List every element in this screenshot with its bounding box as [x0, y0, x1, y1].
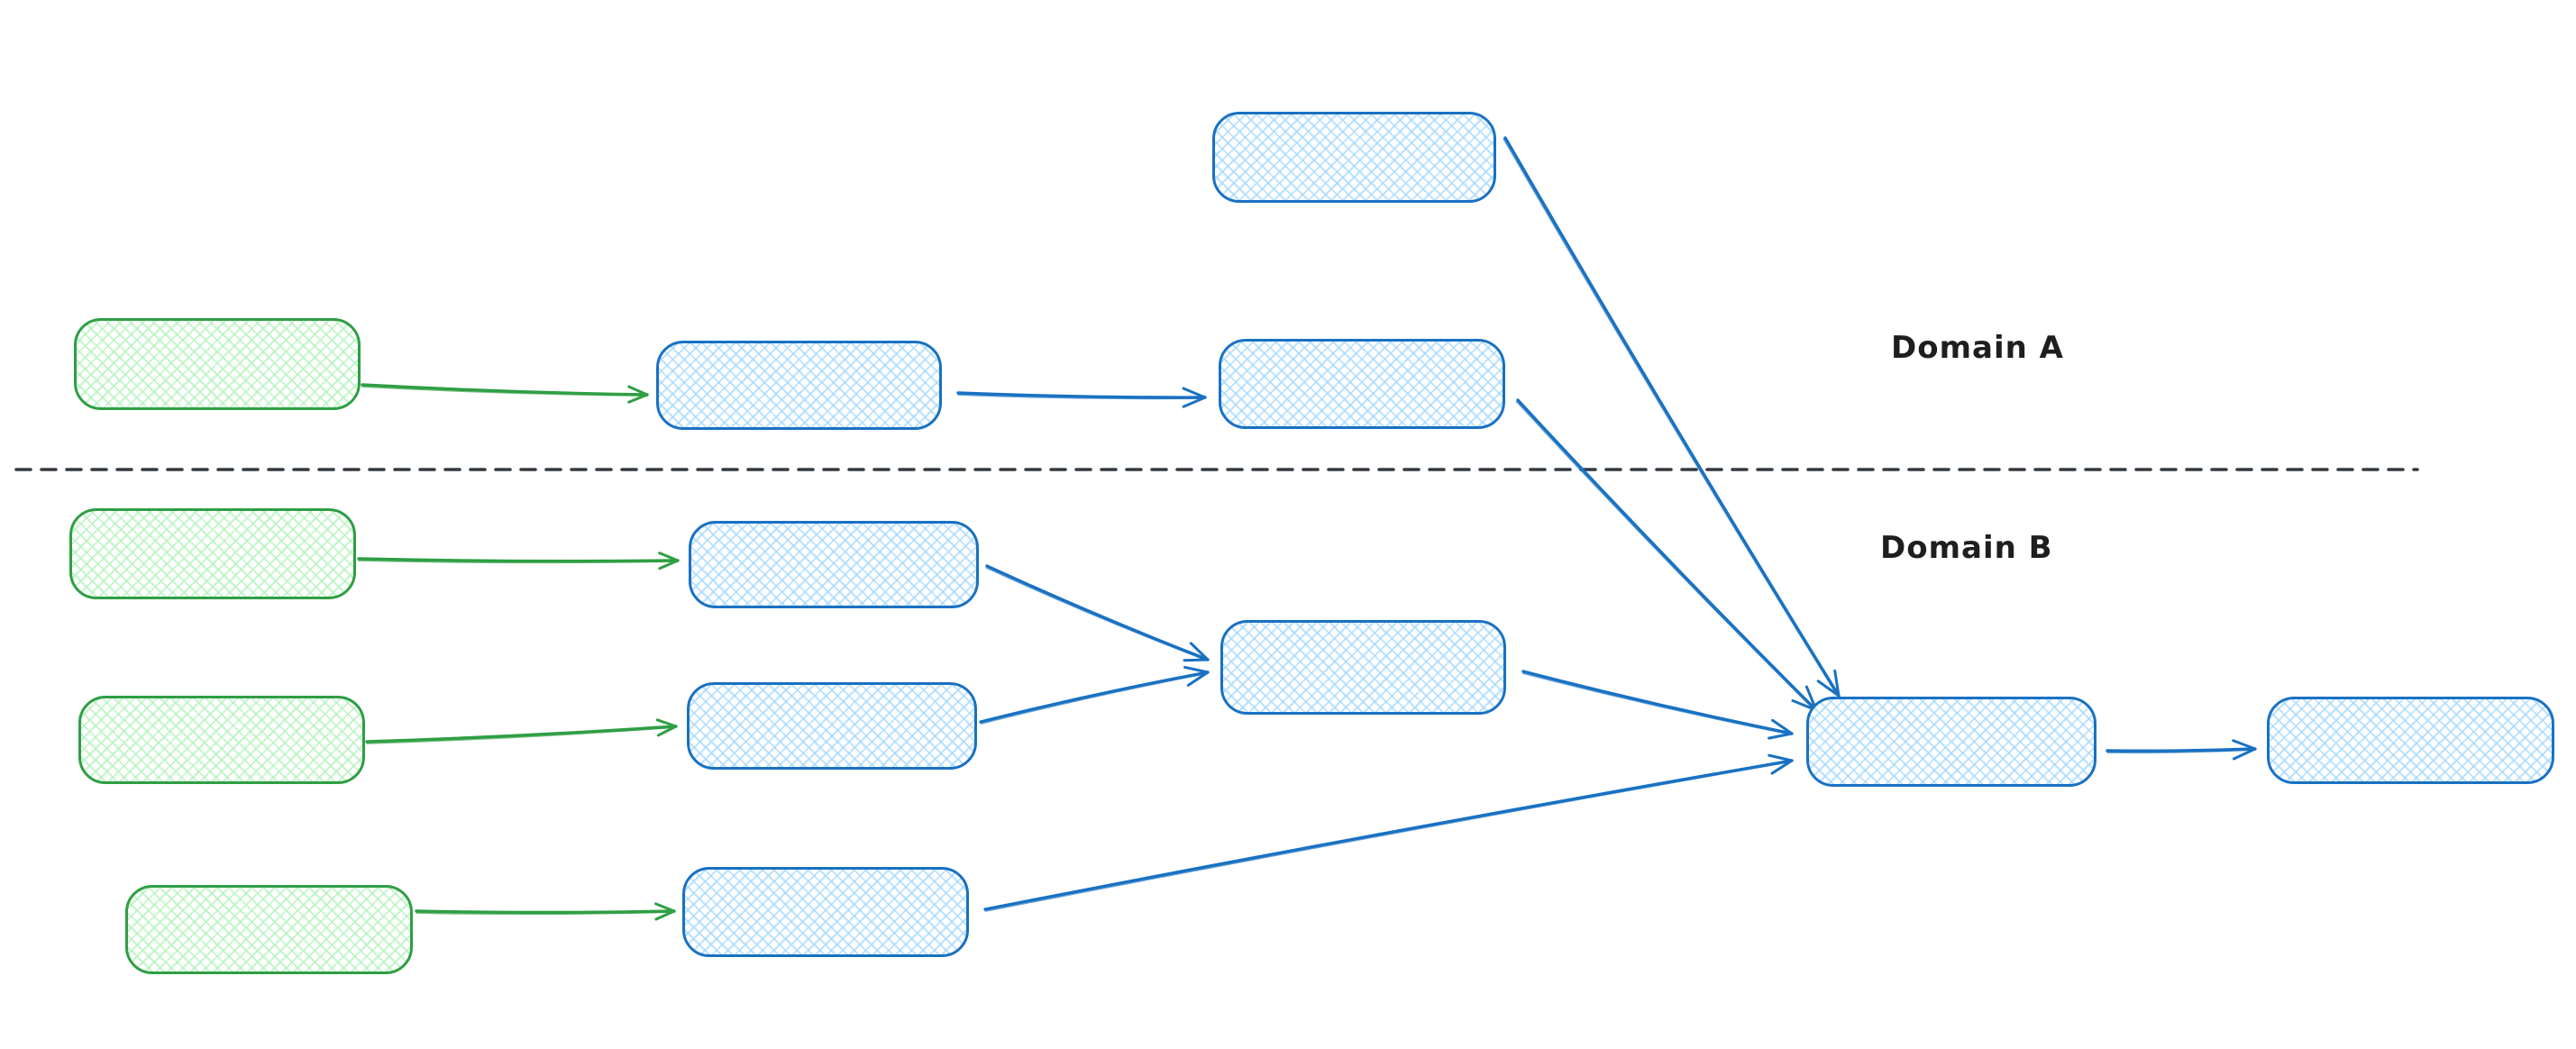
blue-box-top[interactable] [1212, 112, 1496, 203]
blue-box-output[interactable] [2267, 697, 2554, 784]
edge-7-arrow[interactable] [1515, 398, 1818, 712]
edge-5-arrow[interactable] [956, 387, 1207, 408]
edge-3-arrow[interactable] [365, 718, 678, 744]
edge-6-arrow[interactable] [1503, 136, 1841, 698]
edge-11-arrow[interactable] [983, 753, 1794, 912]
blue-box-a-2[interactable] [1219, 339, 1505, 429]
edge-10-arrow[interactable] [1521, 670, 1794, 740]
green-box-b-2[interactable] [78, 696, 365, 784]
green-box-b-3[interactable] [125, 885, 413, 974]
edge-9-arrow[interactable] [979, 665, 1210, 725]
blue-box-b-2[interactable] [687, 682, 977, 770]
blue-box-b-1[interactable] [689, 521, 979, 608]
domain-b-label[interactable]: Domain B [1880, 530, 2053, 566]
green-box-a[interactable] [74, 318, 361, 410]
green-box-b-1[interactable] [69, 508, 356, 599]
edge-12-arrow[interactable] [2106, 739, 2257, 761]
blue-box-a-1[interactable] [656, 341, 942, 430]
blue-box-aggregate[interactable] [1806, 697, 2096, 787]
domain-a-label[interactable]: Domain A [1891, 330, 2064, 366]
edge-4-arrow[interactable] [415, 902, 676, 921]
edge-1-arrow[interactable] [361, 383, 649, 404]
edge-2-arrow[interactable] [357, 552, 680, 570]
edge-8-arrow[interactable] [985, 564, 1210, 662]
blue-box-b-3[interactable] [682, 867, 969, 957]
blue-box-b-merge[interactable] [1220, 620, 1506, 715]
